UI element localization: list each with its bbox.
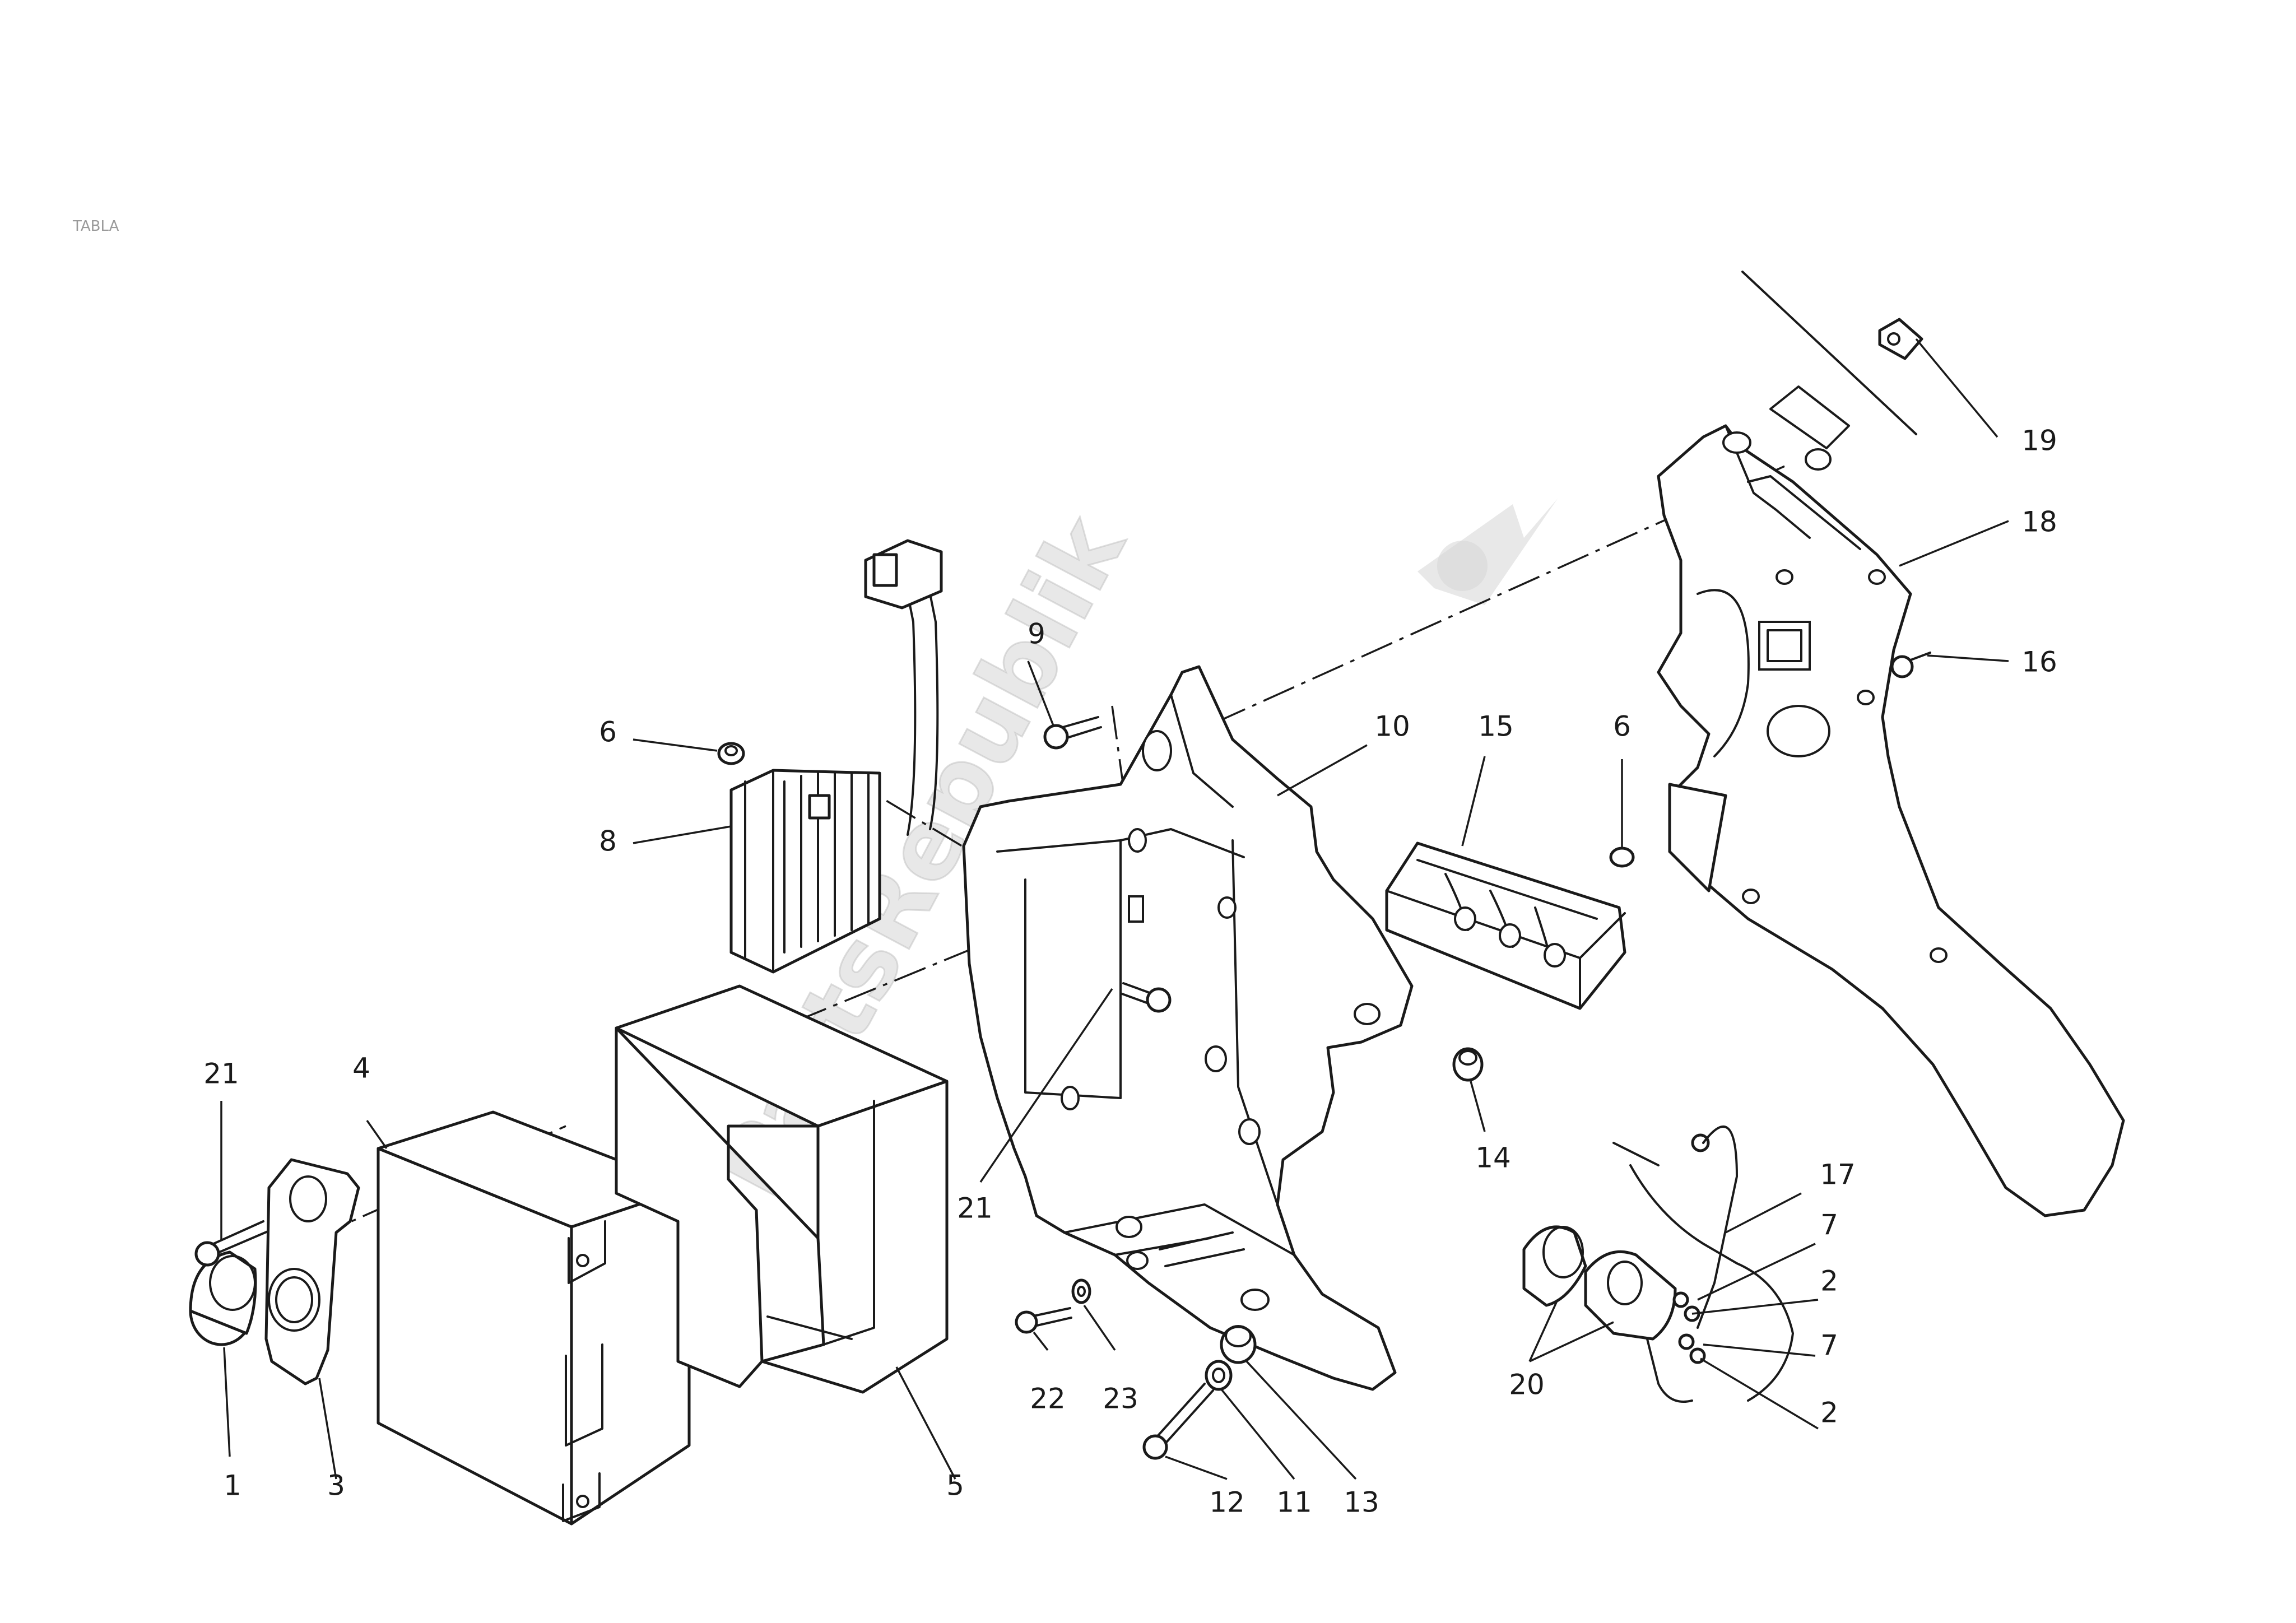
callout-18: 18 (2021, 506, 2057, 538)
part-4-battery (377, 1110, 691, 1526)
callout-20: 20 (1509, 1369, 1545, 1401)
callout-21: 21 (957, 1192, 993, 1225)
part-14-grommet (1452, 1047, 1484, 1082)
callout-12: 12 (1209, 1486, 1245, 1519)
callout-2: 2 (1820, 1397, 1838, 1429)
part-9-screw (1043, 716, 1102, 750)
part-19-clip (1741, 271, 1923, 449)
callout-17: 17 (1820, 1159, 1856, 1191)
callout-2: 2 (1820, 1265, 1838, 1298)
leader-lines (220, 338, 2009, 1480)
callout-1: 1 (224, 1469, 241, 1502)
callout-23: 23 (1103, 1383, 1138, 1415)
part-17-cable (1612, 589, 1794, 1402)
gear-icon (1437, 541, 1488, 591)
part-21-screw-middle (1119, 982, 1172, 1013)
callout-6: 6 (1613, 710, 1631, 743)
callout-5: 5 (946, 1469, 964, 1502)
callout-8: 8 (599, 825, 617, 858)
callout-4: 4 (352, 1052, 370, 1085)
corner-mark: TABLA (72, 218, 119, 235)
part-6-nut-right (1609, 847, 1635, 868)
watermark-flag-shape (1417, 499, 1558, 605)
callout-21: 21 (203, 1058, 239, 1090)
part-13-grommet (1220, 1325, 1257, 1364)
callout-16: 16 (2021, 646, 2057, 678)
part-8-regulator (729, 539, 943, 974)
part-21-screw-left (194, 1220, 269, 1267)
part-1-cap (189, 1250, 257, 1346)
part-11-washer (1205, 1360, 1233, 1391)
callout-6: 6 (599, 716, 617, 748)
part-3-bracket (264, 1158, 360, 1385)
callout-11: 11 (1276, 1486, 1312, 1519)
part-15-fuse-holder (1385, 841, 1626, 1010)
callout-3: 3 (327, 1469, 345, 1502)
callout-13: 13 (1344, 1486, 1379, 1519)
callout-15: 15 (1478, 710, 1514, 743)
callout-10: 10 (1374, 710, 1410, 743)
callout-labels: 1 2 2 3 4 5 6 6 7 7 8 9 10 11 12 13 14 1… (203, 425, 2057, 1519)
part-18-side-cover (1657, 424, 2125, 1217)
callout-9: 9 (1028, 618, 1045, 650)
callout-19: 19 (2021, 425, 2057, 457)
callout-7: 7 (1820, 1209, 1838, 1241)
part-16-screw (1890, 652, 1931, 678)
part-22-screw (1015, 1307, 1072, 1334)
part-10-battery-box (962, 665, 1414, 1391)
callout-7: 7 (1820, 1329, 1838, 1362)
part-6-nut-left (717, 742, 745, 765)
part-20-relay (1522, 1225, 1706, 1403)
callout-14: 14 (1475, 1142, 1511, 1174)
part-23-washer (1071, 1278, 1091, 1304)
part-5-battery-tray (615, 984, 949, 1394)
callout-22: 22 (1030, 1383, 1066, 1415)
part-12-screw (1142, 1383, 1214, 1460)
